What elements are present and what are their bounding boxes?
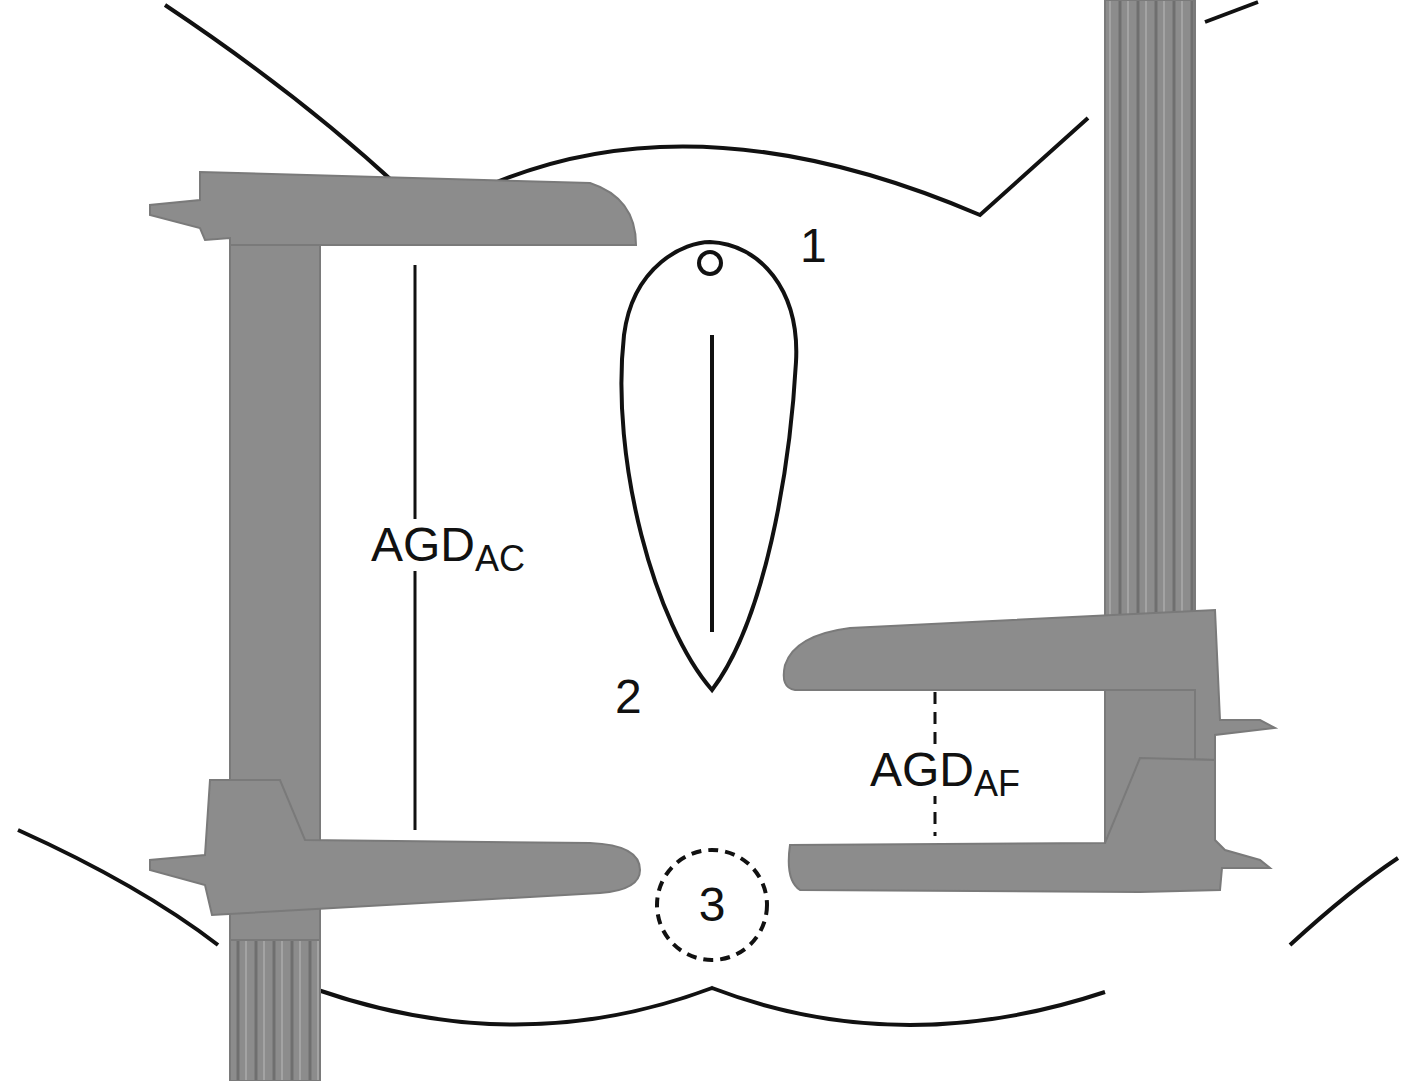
anus-circle: 3	[654, 847, 770, 963]
genital-outline	[621, 242, 796, 690]
measurement-subscript: AF	[974, 763, 1020, 804]
measurement-label: AGD	[371, 518, 475, 571]
callout-number: 3	[699, 881, 726, 929]
label-group: AGDAF	[866, 744, 1024, 796]
right-caliper	[784, 0, 1275, 892]
label-group: 1	[800, 222, 827, 270]
callout-number: 2	[615, 670, 642, 723]
measurement-subscript: AC	[475, 538, 525, 579]
label-group: AGDAC	[367, 519, 529, 571]
left-caliper	[150, 172, 640, 1081]
callout-number: 1	[800, 219, 827, 272]
label-group: 2	[615, 673, 642, 721]
measurement-label: AGD	[870, 743, 974, 796]
